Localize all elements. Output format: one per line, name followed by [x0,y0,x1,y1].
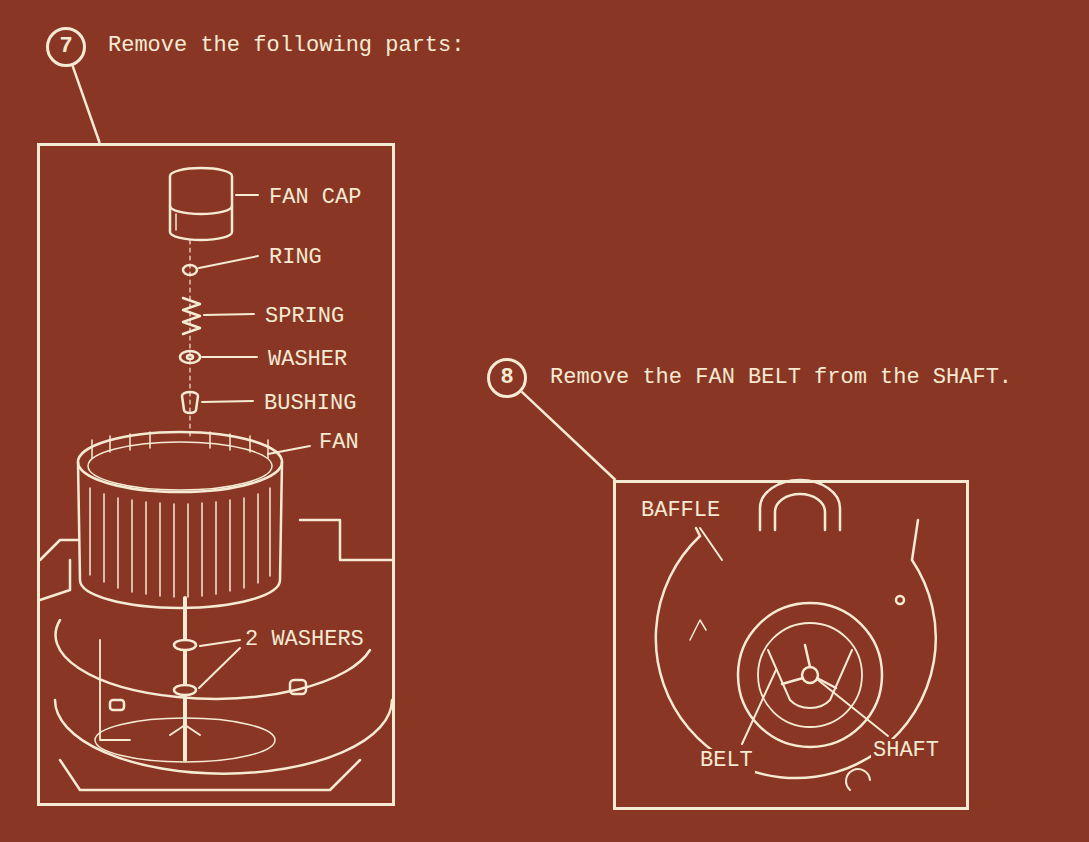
part-label: BAFFLE [639,499,722,523]
part-label: BUSHING [262,392,358,416]
step-number: 8 [500,366,513,390]
part-label: SHAFT [871,739,941,763]
step-number: 7 [59,35,72,59]
part-label: FAN [317,431,361,455]
part-label: 2 WASHERS [243,628,366,652]
part-label: FAN CAP [267,186,363,210]
part-label: BELT [698,749,755,773]
leader-line [522,392,616,480]
instruction-text: Remove the following parts: [106,34,466,58]
callout-number: 8 [487,358,527,398]
part-label: RING [267,246,324,270]
leader-line [73,66,100,143]
part-label: SPRING [263,305,346,329]
illustration-panel: FAN CAP RING SPRING WASHER BUSHING FAN 2 WASHE… [37,143,395,806]
illustration-panel: BAFFLE BELT SHAFT [613,480,969,810]
part-label: WASHER [266,348,349,372]
instruction-text: Remove the FAN BELT from the SHAFT. [548,366,1014,390]
callout-number: 7 [46,27,86,67]
